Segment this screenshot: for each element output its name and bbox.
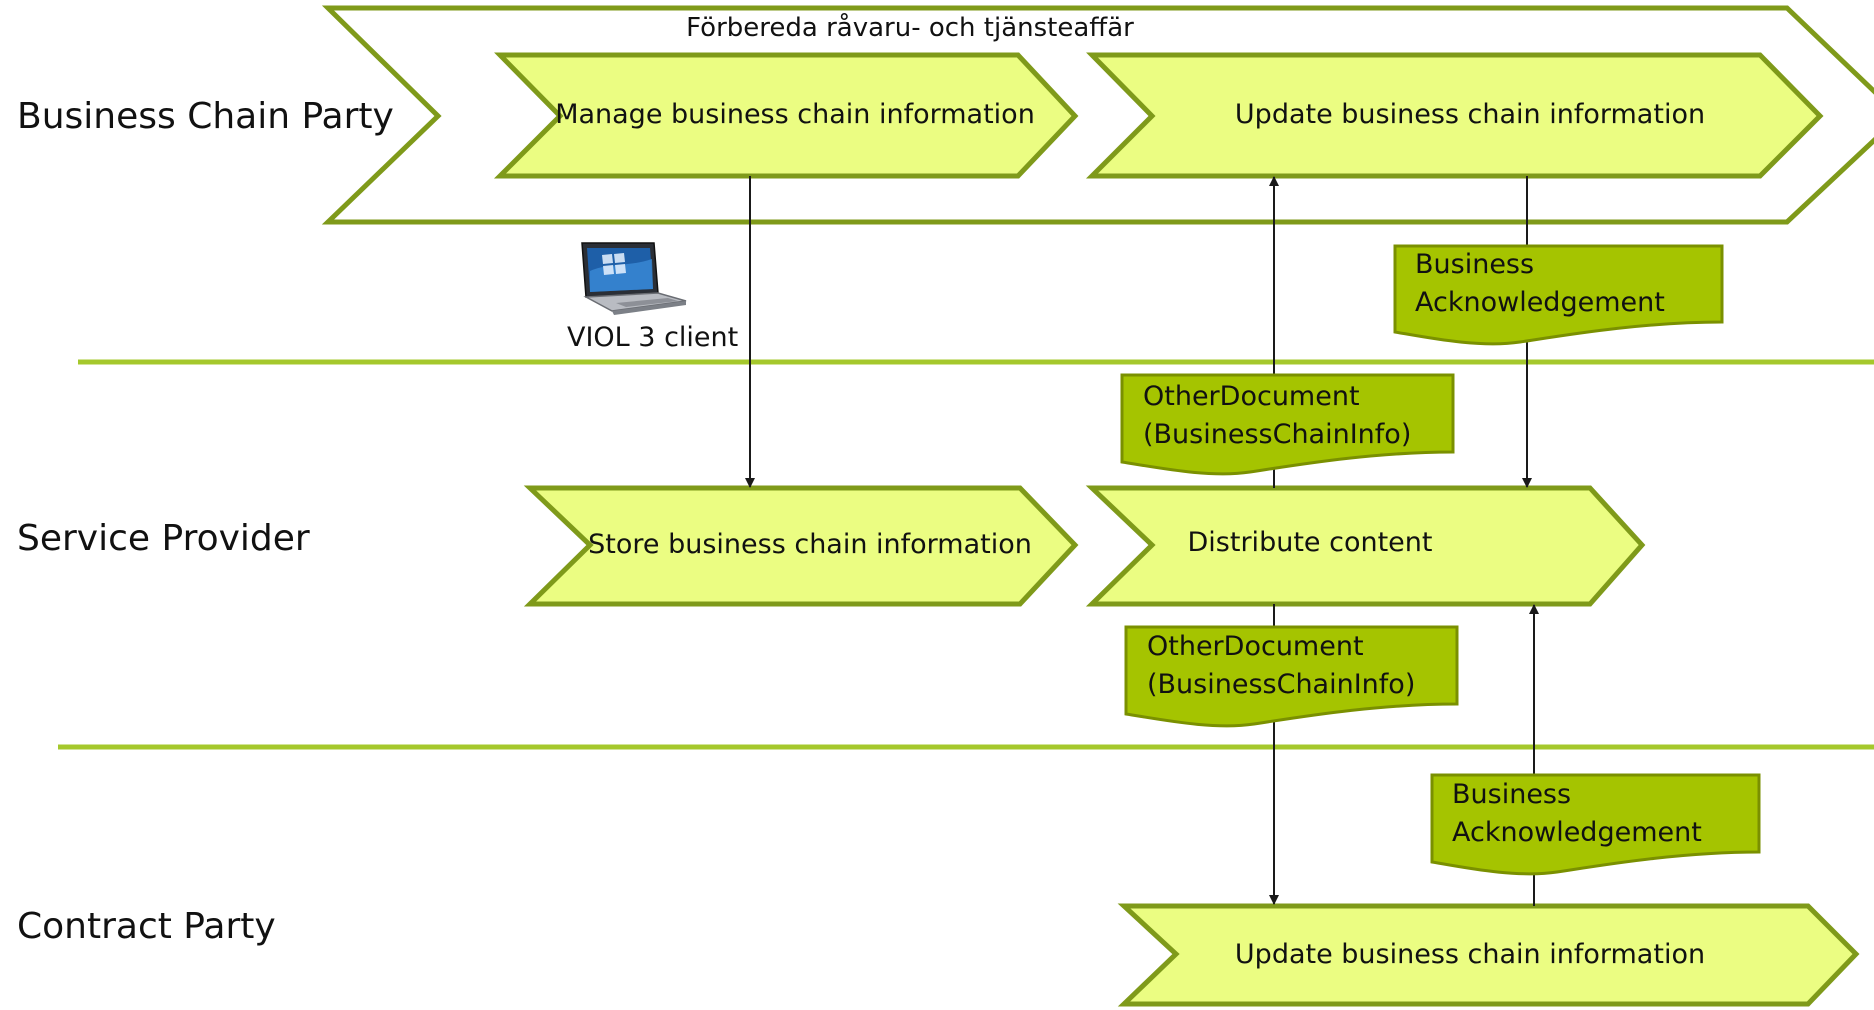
document-ack-bottom: [1430, 773, 1761, 876]
document-label-other-top: OtherDocument (BusinessChainInfo): [1143, 378, 1411, 454]
process-label-store: Store business chain information: [588, 528, 1032, 560]
outer-process-title: Förbereda råvaru- och tjänsteaffär: [686, 13, 1134, 43]
document-line: OtherDocument: [1147, 631, 1364, 662]
document-line: Business: [1415, 249, 1535, 280]
document-line: (BusinessChainInfo): [1143, 419, 1412, 450]
document-line: OtherDocument: [1143, 381, 1360, 412]
chevron-update-bottom: [1117, 903, 1860, 1007]
document-line: Acknowledgement: [1415, 287, 1665, 318]
document-line: Acknowledgement: [1452, 817, 1702, 848]
chevron-manage: [493, 52, 1079, 179]
laptop-icon: [581, 242, 687, 315]
process-label-manage: Manage business chain information: [555, 98, 1035, 130]
process-label-distribute: Distribute content: [1187, 526, 1433, 558]
document-other-top: [1120, 373, 1455, 476]
document-label-ack-top: Business Acknowledgement: [1415, 246, 1665, 322]
lane-label-service-provider: Service Provider: [17, 518, 310, 559]
lane-label-business-chain-party: Business Chain Party: [17, 96, 394, 137]
document-other-bottom: [1124, 625, 1459, 728]
client-label: VIOL 3 client: [567, 322, 739, 353]
document-label-other-bottom: OtherDocument (BusinessChainInfo): [1147, 628, 1415, 704]
chevron-update-top: [1085, 52, 1824, 179]
document-ack-top: [1393, 244, 1724, 346]
document-label-ack-bottom: Business Acknowledgement: [1452, 776, 1702, 852]
process-label-update-top: Update business chain information: [1234, 98, 1706, 130]
document-line: Business: [1452, 779, 1572, 810]
chevron-distribute: [1085, 485, 1646, 607]
lane-label-contract-party: Contract Party: [17, 906, 276, 947]
document-line: (BusinessChainInfo): [1147, 669, 1416, 700]
chevron-store: [523, 485, 1079, 607]
process-label-update-bottom: Update business chain information: [1234, 938, 1706, 970]
